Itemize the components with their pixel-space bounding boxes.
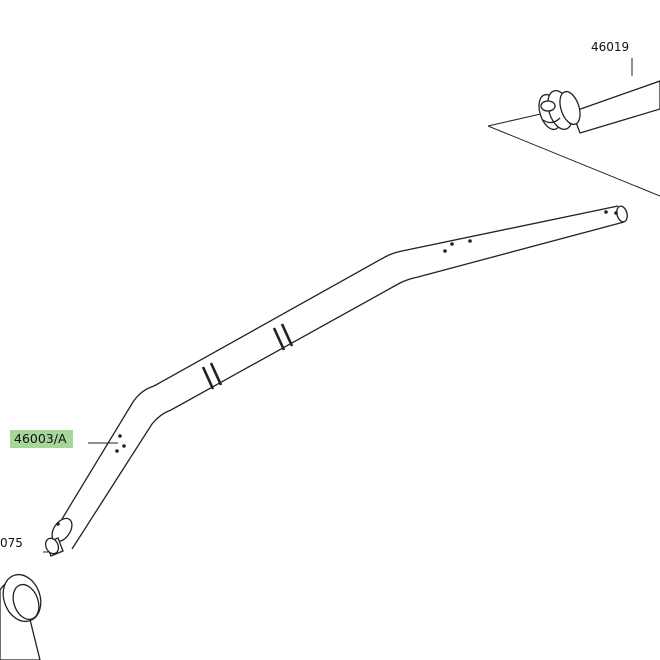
guide-line-top [487, 112, 546, 127]
callout-075: 075 [0, 536, 23, 550]
hole [115, 449, 119, 453]
callout-46019: 46019 [591, 40, 630, 54]
grip-tube [571, 80, 660, 134]
mounting-holes [56, 210, 618, 526]
handlebar-right-end [616, 205, 628, 223]
handlebar-upper-edge [61, 205, 619, 520]
hole [118, 434, 122, 438]
hole [468, 239, 472, 243]
grip-clamp [540, 100, 556, 112]
grip-46019 [538, 80, 660, 134]
hole [604, 210, 608, 214]
grip-075 [0, 573, 42, 660]
mark-1 [201, 366, 215, 390]
bushing-ring [44, 537, 60, 555]
bushing [44, 537, 64, 557]
hole [56, 522, 60, 526]
mark-3 [272, 327, 286, 351]
mark-4 [280, 323, 294, 347]
hole [443, 249, 447, 253]
leader-lines [43, 58, 660, 553]
mark-2 [209, 362, 223, 386]
guide-line-diagonal [487, 125, 660, 197]
alignment-marks [201, 323, 294, 390]
callout-46003-highlighted: 46003/A [10, 430, 73, 448]
left-grip-flange-inner [12, 583, 40, 621]
hole [614, 211, 618, 215]
handlebar-46003 [51, 205, 628, 550]
hole [450, 242, 454, 246]
handlebar-lower-edge [71, 221, 625, 550]
grip-clamp-band [542, 117, 561, 124]
grip-flange-inner [559, 90, 581, 126]
hole [122, 444, 126, 448]
